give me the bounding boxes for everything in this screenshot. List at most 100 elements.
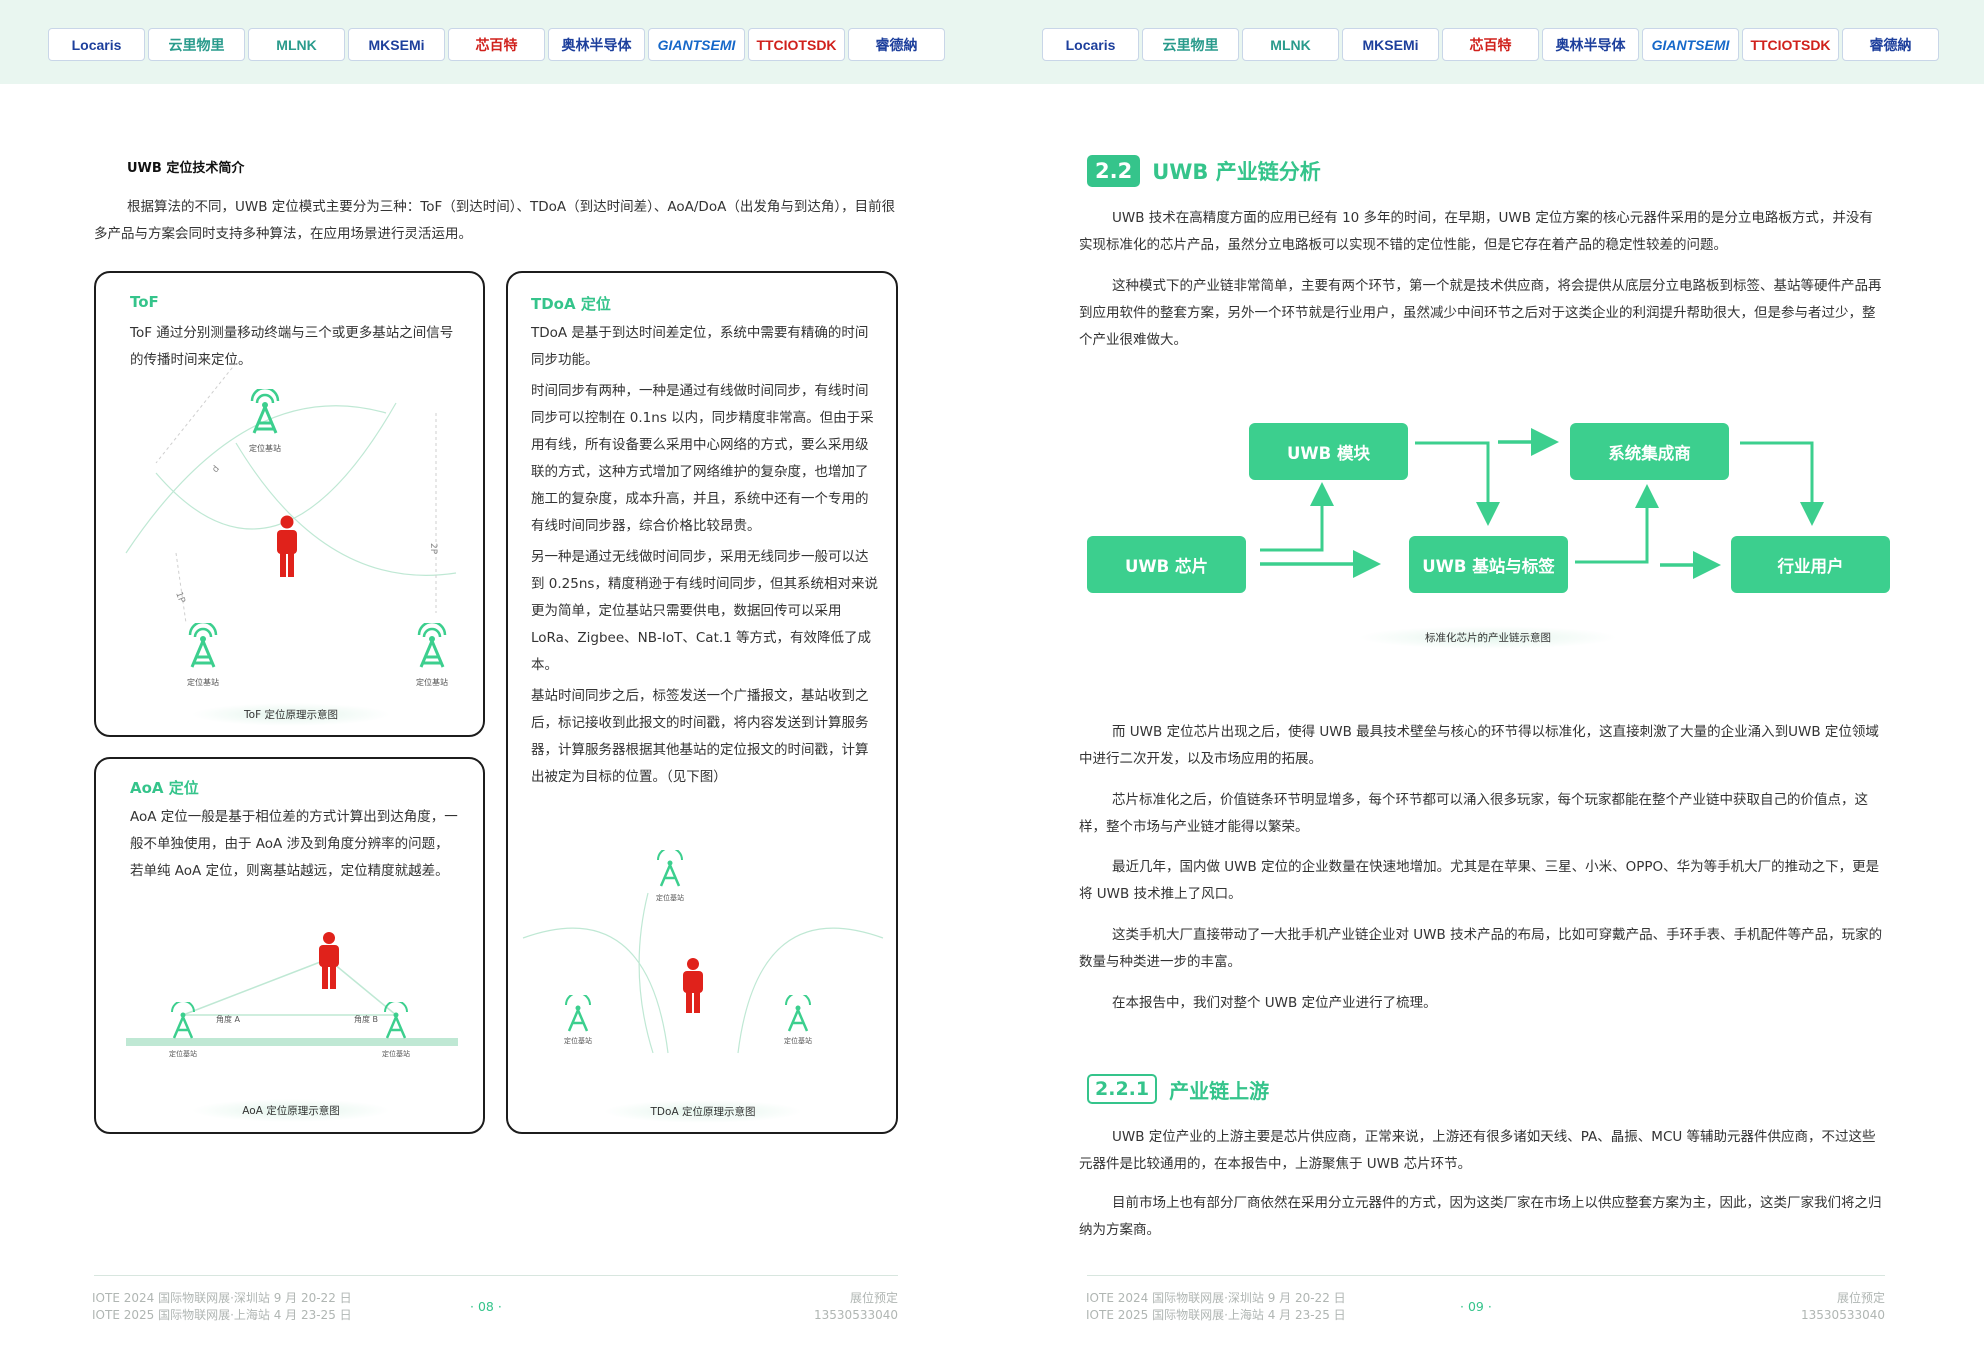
body-paragraph: 而 UWB 定位芯片出现之后，使得 UWB 最具技术壁垒与核心的环节得以标准化，… — [1079, 724, 1879, 767]
tdoa-paragraph: 基站时间同步之后，标签发送一个广播报文，基站收到之后，标记接收到此报文的时间戳，… — [531, 688, 869, 785]
tower-icon — [565, 995, 591, 1032]
logo-header: Locaris 云里物里 MLNK MKSEMi 芯百特 奥林半导体 GIANT… — [0, 0, 992, 84]
logo-ttciotsdk: TTCIOTSDK — [748, 28, 845, 61]
footer-event-1: IOTE 2024 国际物联网展·深圳站 9 月 20-22 日 — [92, 1291, 352, 1305]
tof-dist-label-3: 1P — [173, 591, 186, 605]
tower-icon — [785, 995, 811, 1032]
section-number: 2.2 — [1087, 155, 1141, 187]
subsection-heading: 2.2.1 产业链上游 — [1087, 1074, 1269, 1104]
footer-event-2: IOTE 2025 国际物联网展·上海站 4 月 23-25 日 — [1086, 1308, 1346, 1322]
footer-event-2: IOTE 2025 国际物联网展·上海站 4 月 23-25 日 — [92, 1308, 352, 1322]
aoa-caption: AoA 定位原理示意图 — [191, 1099, 391, 1122]
booking-phone: 13530533040 — [1801, 1308, 1885, 1322]
station-label: 定位基站 — [784, 1037, 812, 1045]
station-label: 定位基站 — [169, 1050, 197, 1058]
body-paragraph: 芯片标准化之后，价值链条环节明显增多，每个环节都可以涌入很多玩家，每个玩家都能在… — [1079, 792, 1868, 835]
tdoa-text: TDoA 是基于到达时间差定位，系统中需要有精确的时间同步功能。 时间同步有两种… — [531, 320, 881, 795]
footer-event-1: IOTE 2024 国际物联网展·深圳站 9 月 20-22 日 — [1086, 1291, 1346, 1305]
node-industry-user: 行业用户 — [1731, 536, 1890, 593]
station-label: 定位基站 — [382, 1050, 410, 1058]
body-paragraph: UWB 技术在高精度方面的应用已经有 10 多年的时间，在早期，UWB 定位方案… — [1079, 210, 1873, 253]
logo-ruidena: 睿德納 — [1842, 28, 1939, 61]
subsection-title: 产业链上游 — [1169, 1078, 1270, 1103]
station-label: 定位基站 — [416, 678, 448, 687]
tower-icon — [657, 850, 683, 887]
intro-heading: UWB 定位技术简介 — [127, 161, 245, 176]
logo-mlnk: MLNK — [1242, 28, 1339, 61]
tof-title: ToF — [130, 293, 159, 311]
footer-events: IOTE 2024 国际物联网展·深圳站 9 月 20-22 日 IOTE 20… — [1086, 1290, 1346, 1324]
booking-phone: 13530533040 — [814, 1308, 898, 1322]
page-number: · 09 · — [1460, 1299, 1492, 1314]
page-number-value: 09 — [1467, 1299, 1484, 1314]
booking-label: 展位预定 — [1836, 1291, 1885, 1305]
person-icon — [277, 515, 297, 577]
body-paragraph: 在本报告中，我们对整个 UWB 定位产业进行了梳理。 — [1112, 995, 1437, 1011]
aoa-text: AoA 定位一般是基于相位差的方式计算出到达角度，一般不单独使用，由于 AoA … — [130, 809, 458, 879]
logo-aolin: 奥林半导体 — [548, 28, 645, 61]
tof-diagram: d 2P 1P — [125, 362, 457, 624]
tdoa-diagram — [522, 892, 884, 1054]
body-paragraph: 目前市场上也有部分厂商依然在采用分立元器件的方式，因为这类厂家在市场上以供应整套… — [1079, 1195, 1882, 1238]
tower-icon — [188, 623, 218, 668]
tower-icon — [417, 623, 447, 668]
subsection-number: 2.2.1 — [1087, 1074, 1158, 1104]
node-system-integrator: 系统集成商 — [1570, 423, 1729, 480]
logo-mksemi: MKSEMi — [1342, 28, 1439, 61]
tdoa-paragraph: 另一种是通过无线做时间同步，采用无线同步一般可以达到 0.25ns，精度稍逊于有… — [531, 549, 878, 673]
logo-mksemi: MKSEMi — [348, 28, 445, 61]
logo-xinbaite: 芯百特 — [448, 28, 545, 61]
logo-xinbaite: 芯百特 — [1442, 28, 1539, 61]
tower-icon — [250, 389, 280, 434]
diagram-caption: 标准化芯片的产业链示意图 — [1358, 626, 1618, 649]
tof-caption: ToF 定位原理示意图 — [191, 703, 391, 726]
logo-mlnk: MLNK — [248, 28, 345, 61]
section-title: UWB 产业链分析 — [1152, 160, 1321, 184]
aoa-diagram: 角度 A 角度 B — [126, 958, 458, 1046]
aoa-title: AoA 定位 — [130, 779, 199, 797]
body-paragraph: 这类手机大厂直接带动了一大批手机产业链企业对 UWB 技术产品的布局，比如可穿戴… — [1079, 927, 1883, 970]
sponsor-logos: Locaris 云里物里 MLNK MKSEMi 芯百特 奥林半导体 GIANT… — [48, 28, 945, 61]
page-right: Locaris 云里物里 MLNK MKSEMi 芯百特 奥林半导体 GIANT… — [992, 0, 1984, 1346]
sponsor-logos: Locaris 云里物里 MLNK MKSEMi 芯百特 奥林半导体 GIANT… — [1042, 28, 1939, 61]
intro-paragraph: 根据算法的不同，UWB 定位模式主要分为三种：ToF（到达时间）、TDoA（到达… — [94, 199, 896, 242]
logo-yunli: 云里物里 — [148, 28, 245, 61]
body-paragraph: 最近几年，国内做 UWB 定位的企业数量在快速地增加。尤其是在苹果、三星、小米、… — [1079, 859, 1880, 902]
logo-giantsemi: GIANTSEMI — [1642, 28, 1739, 61]
footer-events: IOTE 2024 国际物联网展·深圳站 9 月 20-22 日 IOTE 20… — [92, 1290, 352, 1324]
logo-ttciotsdk: TTCIOTSDK — [1742, 28, 1839, 61]
logo-header: Locaris 云里物里 MLNK MKSEMi 芯百特 奥林半导体 GIANT… — [992, 0, 1984, 84]
logo-giantsemi: GIANTSEMI — [648, 28, 745, 61]
logo-locaris: Locaris — [48, 28, 145, 61]
station-label: 定位基站 — [187, 678, 219, 687]
footer-divider — [1087, 1275, 1885, 1276]
tdoa-caption: TDoA 定位原理示意图 — [603, 1100, 803, 1123]
tdoa-title: TDoA 定位 — [531, 295, 611, 313]
node-uwb-chip: UWB 芯片 — [1087, 536, 1246, 593]
angle-b-label: 角度 B — [354, 1014, 378, 1024]
tdoa-paragraph: 时间同步有两种，一种是通过有线做时间同步，有线时间同步可以控制在 0.1ns 以… — [531, 383, 874, 534]
supply-chain-diagram — [1260, 428, 1824, 579]
tdoa-box: TDoA 定位 TDoA 是基于到达时间差定位，系统中需要有精确的时间同步功能。… — [506, 271, 898, 1134]
tower-icon — [384, 1002, 408, 1039]
person-icon — [683, 958, 703, 1013]
footer-booking: 展位预定 13530533040 — [760, 1290, 898, 1324]
body-paragraph: 这种模式下的产业链非常简单，主要有两个环节，第一个就是技术供应商，将会提供从底层… — [1079, 278, 1882, 348]
logo-ruidena: 睿德納 — [848, 28, 945, 61]
person-icon — [319, 932, 339, 989]
section-heading: 2.2 UWB 产业链分析 — [1087, 155, 1321, 187]
booking-label: 展位预定 — [849, 1291, 898, 1305]
node-base-station-tag: UWB 基站与标签 — [1409, 536, 1568, 593]
angle-a-label: 角度 A — [216, 1014, 241, 1024]
body-paragraph: UWB 定位产业的上游主要是芯片供应商，正常来说，上游还有很多诸如天线、PA、晶… — [1079, 1129, 1876, 1172]
tof-dist-label-2: 2P — [428, 543, 438, 555]
logo-aolin: 奥林半导体 — [1542, 28, 1639, 61]
tof-dist-label-1: d — [211, 464, 222, 475]
logo-yunli: 云里物里 — [1142, 28, 1239, 61]
station-label: 定位基站 — [249, 444, 281, 453]
tof-text: ToF 通过分别测量移动终端与三个或更多基站之间信号的传播时间来定位。 — [130, 325, 454, 368]
node-uwb-module: UWB 模块 — [1249, 423, 1408, 480]
page-left: Locaris 云里物里 MLNK MKSEMi 芯百特 奥林半导体 GIANT… — [0, 0, 992, 1324]
tdoa-paragraph: TDoA 是基于到达时间差定位，系统中需要有精确的时间同步功能。 — [531, 325, 869, 368]
aoa-box: AoA 定位 AoA 定位一般是基于相位差的方式计算出到达角度，一般不单独使用，… — [94, 757, 485, 1134]
